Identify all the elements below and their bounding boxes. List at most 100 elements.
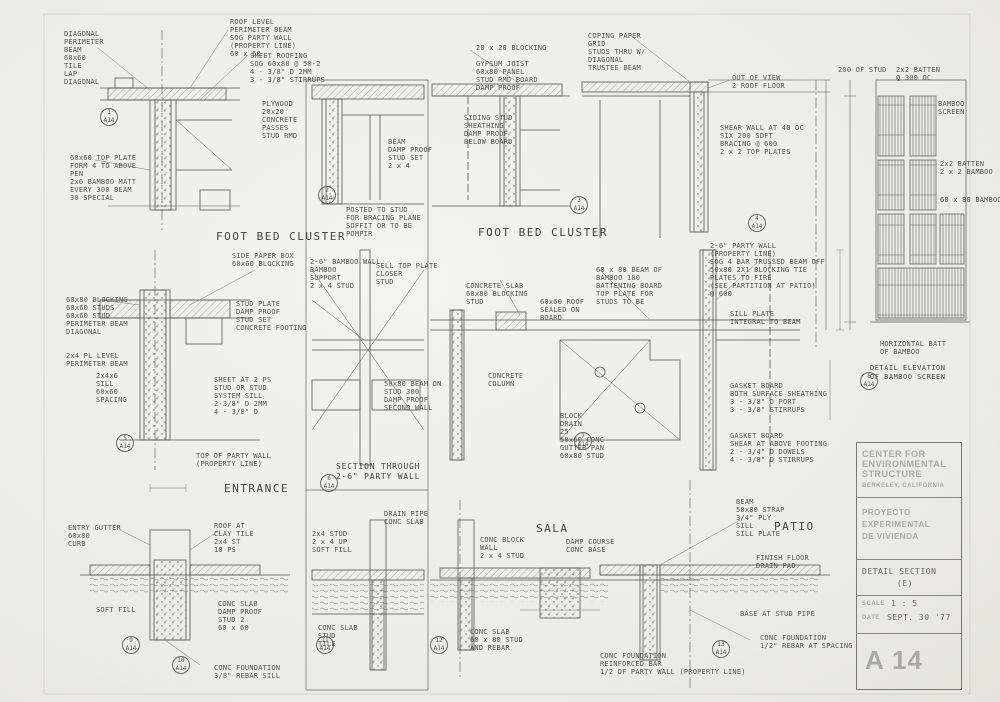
note-label: 2x4 PL LEVEL PERIMETER BEAM [66, 352, 128, 368]
detail-reference-mark: 8 A14 [860, 372, 878, 390]
note-label: ENTRY GUTTER 60x80 CURB [68, 524, 121, 548]
note-label: CONC FOUNDATION 1/2" REBAR AT SPACING [760, 634, 853, 650]
title-entrance: ENTRANCE [224, 482, 289, 495]
firm-name-line1: CENTER FOR [862, 449, 926, 459]
note-label: 60x60 ROOF SEALED ON BOARD [540, 298, 585, 322]
note-label: SHEET ROOFING SOG 60x80 @ 50-2 4 - 3/8" … [250, 52, 326, 84]
note-label: 20 x 20 BLOCKING [476, 44, 547, 52]
note-label: TOP OF PARTY WALL (PROPERTY LINE) [196, 452, 272, 468]
detail-reference-mark: 7 A14 [574, 432, 592, 450]
note-label: 2-6" PARTY WALL (PROPERTY LINE) SOG 4 BA… [710, 242, 825, 298]
detail-reference-mark: 5 A14 [116, 434, 134, 452]
note-label: OUT OF VIEW 2 ROOF FLOOR [732, 74, 785, 90]
note-label: SHEET AT 2 PS STUD OR STUD SYSTEM SILL 2… [214, 376, 272, 416]
dimension-lines [149, 249, 844, 611]
title-bamboo-elevation: DETAIL ELEVATION OF BAMBOO SCREEN [870, 364, 946, 381]
scale-label: SCALE [862, 601, 885, 607]
title-foot-bed-cluster-right: FOOT BED CLUSTER [478, 226, 608, 239]
section-frames [305, 79, 429, 691]
note-label: COPING PAPER GRID STUDS THRU W/ DIAGONAL… [588, 32, 646, 72]
firm-name-line2: ENVIRONMENTAL [862, 459, 947, 469]
note-label: SIDE PAPER BOX 60x60 BLOCKING [232, 252, 294, 268]
note-label: 60x80 BLOCKING 60x60 STUDS 60x60 STUD PE… [66, 296, 128, 336]
detail-foot-bed-right [431, 83, 570, 207]
detail-reference-mark: 10 A14 [172, 656, 190, 674]
note-label: BLOCK DRAIN 25 50x60 CONC GUTTER PAN 60x… [560, 412, 605, 460]
note-label: 50x80 BEAM ON STUD 300 DAMP PROOF SECOND… [384, 380, 442, 412]
note-label: BEAM 50x80 STRAP 3/4" PLY SILL SILL PLAT… [736, 498, 785, 538]
note-label: DRAIN PIPE CONC SLAB [384, 510, 429, 526]
title-block-scale-date: SCALE 1 : 5 DATE SEPT. 30 '77 [857, 595, 961, 634]
title-block-project: PROYECTO EXPERIMENTAL DE VIVIENDA [857, 497, 961, 560]
detail-reference-mark: 11 A14 [316, 636, 334, 654]
firm-city: BERKELEY, CALIFORNIA [862, 483, 945, 489]
note-label: HORIZONTAL BATT OF BAMBOO [880, 340, 947, 356]
note-label: CONC SLAB DAMP PROOF STUD 2 60 x 60 [218, 600, 263, 632]
note-label: GASKET BOARD SHEAR AT ABOVE FOOTING 2 - … [730, 432, 828, 464]
detail-entrance-section [99, 250, 260, 470]
note-label: SILL PLATE INTEGRAL TO BEAM [730, 310, 801, 326]
title-sala: SALA [536, 522, 569, 535]
note-label: POSTED TO STUD FOR BRACING PLANE SOFFIT … [346, 206, 422, 238]
detail-roof-perimeter-left [100, 30, 240, 230]
note-label: STUD PLATE DAMP PROOF STUD SET CONCRETE … [236, 300, 307, 332]
note-label: 60 x 80 BEAM OF BAMBOO 180 BATTENING BOA… [596, 266, 663, 306]
note-label: CONC SLAB 60 x 80 STUD AND REBAR [470, 628, 523, 652]
project-line2: EXPERIMENTAL [862, 520, 931, 529]
note-label: CONC FOUNDATION 3/8" REBAR SILL [214, 664, 281, 680]
note-label: DAMP COURSE CONC BASE [566, 538, 615, 554]
note-label: FINISH FLOOR DRAIN PAD [756, 554, 809, 570]
note-label: BAMBOO SCREEN [938, 100, 965, 116]
title-party-wall: SECTION THROUGH 2-6" PARTY WALL [336, 462, 421, 481]
detail-reference-mark: 4 A14 [748, 214, 766, 232]
detail-sala-section [430, 249, 800, 471]
title-patio: PATIO [774, 520, 815, 533]
note-label: SELL TOP PLATE CLOSER STUD [376, 262, 438, 286]
note-label: SHEAR WALL AT 40 OC SIX 200 SDFT BRACING… [720, 124, 804, 156]
note-label: CONC FOUNDATION REINFORCED BAR 1/2 OF PA… [600, 652, 746, 676]
title-block-firm: CENTER FOR ENVIRONMENTAL STRUCTURE BERKE… [857, 443, 961, 498]
note-label: 2x4 STUD 2 x 4 UP SOFT FILL [312, 530, 352, 554]
note-label: PLYWOOD 20x20 CONCRETE PASSES STUD RMD [262, 100, 298, 140]
note-label: DIAGONAL PERIMETER BEAM 60x60 TILE LAP D… [64, 30, 104, 86]
note-label: 2-6" BAMBOO WALL BAMBOO SUPPORT 2 x 4 ST… [310, 258, 381, 290]
detail-reference-mark: 3 A14 [570, 196, 588, 214]
note-label: BEAM DAMP PROOF STUD SET 2 x 4 [388, 138, 433, 170]
note-label: SIDING STUD SHEATHING DAMP PROOF BELOW B… [464, 114, 513, 146]
note-label: ROOF AT CLAY TILE 2x4 ST 10 PS [214, 522, 254, 554]
note-label: 60 x 80 BAMBOO [940, 196, 1000, 204]
note-label: CONC BLOCK WALL 2 x 4 STUD [480, 536, 525, 560]
detail-reference-mark: 1 A14 [100, 108, 118, 126]
title-block: CENTER FOR ENVIRONMENTAL STRUCTURE BERKE… [856, 442, 962, 690]
note-label: CONCRETE COLUMN [488, 372, 524, 388]
note-label: ROOF LEVEL PERIMETER BEAM SOG PARTY WALL… [230, 18, 297, 58]
note-label: GYPSUM JOIST 60x80 PANEL STUD RMD BOARD … [476, 60, 538, 92]
title-foot-bed-cluster-left: FOOT BED CLUSTER [216, 230, 346, 243]
detail-reference-mark: 12 A14 [430, 636, 448, 654]
detail-party-wall-section [311, 249, 425, 466]
note-label: 2x2 BATTEN 2 x 2 BAMBOO [940, 160, 993, 176]
note-label: 2x2 BATTEN @ 300 OC [896, 66, 941, 82]
detail-foundation-bottom [80, 480, 830, 690]
note-label: BASE AT STUD PIPE [740, 610, 816, 618]
firm-name-line3: STRUCTURE [862, 469, 922, 479]
project-line1: PROYECTO [862, 508, 911, 517]
note-label: 60x60 TOP PLATE FORM 4 TO ABOVE PEN 2x6 … [70, 154, 137, 202]
detail-reference-mark: 13 A14 [712, 640, 730, 658]
detail-reference-mark: 2 A14 [318, 186, 336, 204]
date-value: SEPT. 30 '77 [887, 613, 951, 622]
note-label: GASKET BOARD BOTH SURFACE SHEATHING 3 - … [730, 382, 828, 414]
sheet-number: A 14 [865, 645, 923, 675]
leader-lines [94, 29, 761, 666]
detail-roof-parapet [581, 79, 830, 350]
title-block-sheet-title: DETAIL SECTION (E) [857, 559, 961, 596]
detail-reference-mark: 6 A14 [320, 474, 338, 492]
sheet-subtitle: (E) [897, 579, 913, 588]
scale-value: 1 : 5 [891, 599, 918, 608]
detail-bamboo-screen-elevation [844, 79, 970, 330]
detail-reference-mark: 9 A14 [122, 636, 140, 654]
project-line3: DE VIVIENDA [862, 532, 919, 541]
sheet-title: DETAIL SECTION [862, 567, 937, 576]
